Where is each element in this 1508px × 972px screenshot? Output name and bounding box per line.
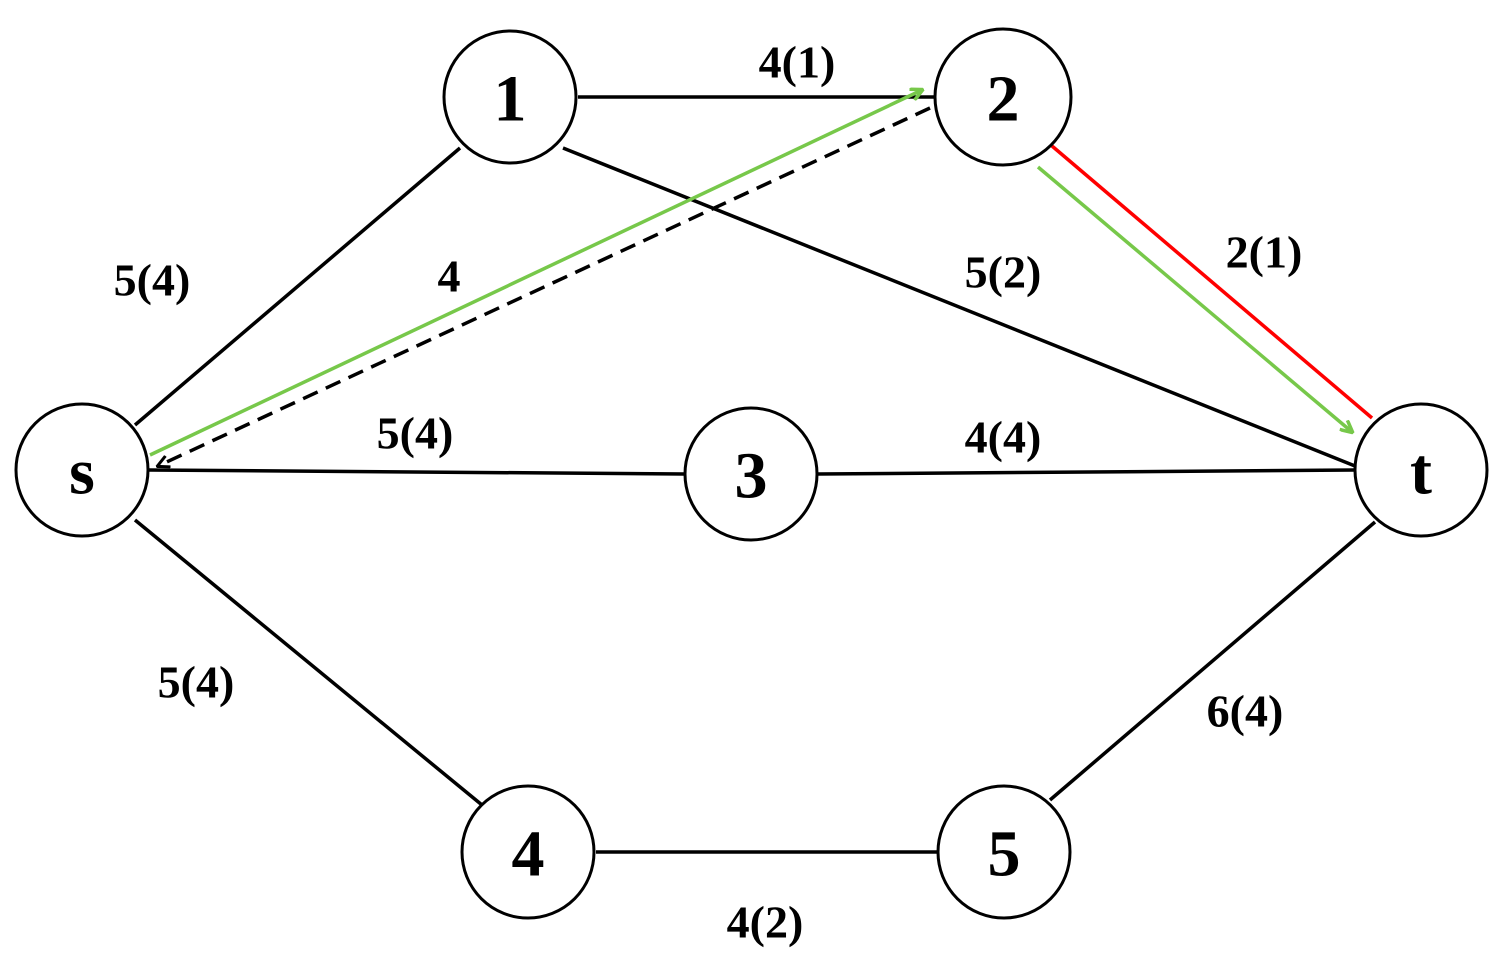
edge-s-4 — [133, 518, 484, 807]
edge-s-1 — [133, 146, 462, 427]
node-1: 1 — [442, 29, 578, 165]
edge-label-s-4: 5(4) — [158, 657, 235, 708]
node-2: 2 — [933, 27, 1073, 167]
node-5: 5 — [936, 784, 1072, 920]
node-t: t — [1353, 402, 1489, 538]
edge-3-t — [817, 468, 1356, 476]
node-4-label: 4 — [512, 818, 545, 891]
node-s-circle — [14, 402, 150, 538]
nodes-layer: s 1 2 3 4 5 t — [14, 27, 1489, 920]
edge-5-t — [1048, 520, 1377, 802]
node-t-label: t — [1410, 436, 1432, 509]
edge-label-s-3: 5(4) — [377, 408, 454, 459]
edge-label-3-t: 4(4) — [965, 412, 1042, 463]
edge-2-s-dashed — [158, 106, 931, 466]
edge-labels-layer: 5(4) 5(4) 5(4) 4(1) 5(2) 4(4) 4(2) 6(4) … — [114, 37, 1303, 948]
edge-2-t-red — [1050, 144, 1374, 420]
node-s: s — [14, 402, 150, 538]
node-4: 4 — [460, 784, 596, 920]
path-green-s-2 — [149, 90, 922, 457]
edges-layer — [133, 90, 1377, 854]
node-3: 3 — [683, 406, 819, 542]
node-1-label: 1 — [494, 63, 527, 136]
path-green-2-t — [1036, 165, 1352, 432]
node-4-circle — [460, 784, 596, 920]
edge-label-2-t: 2(1) — [1226, 227, 1303, 278]
edge-label-s-1: 5(4) — [114, 255, 191, 306]
edge-label-1-t: 5(2) — [965, 247, 1042, 298]
node-5-circle — [936, 784, 1072, 920]
node-5-label: 5 — [988, 818, 1021, 891]
edge-label-4-5: 4(2) — [727, 897, 804, 948]
edge-label-2-s: 4 — [438, 251, 461, 302]
node-t-circle — [1353, 402, 1489, 538]
node-s-label: s — [69, 436, 95, 509]
edge-s-3 — [147, 468, 685, 476]
node-2-label: 2 — [987, 63, 1020, 136]
node-3-circle — [683, 406, 819, 542]
node-1-circle — [442, 29, 578, 165]
edge-label-5-t: 6(4) — [1207, 686, 1284, 737]
node-2-circle — [933, 27, 1073, 167]
edge-label-1-2: 4(1) — [759, 37, 836, 88]
edge-1-t — [562, 146, 1356, 468]
node-3-label: 3 — [735, 440, 768, 513]
